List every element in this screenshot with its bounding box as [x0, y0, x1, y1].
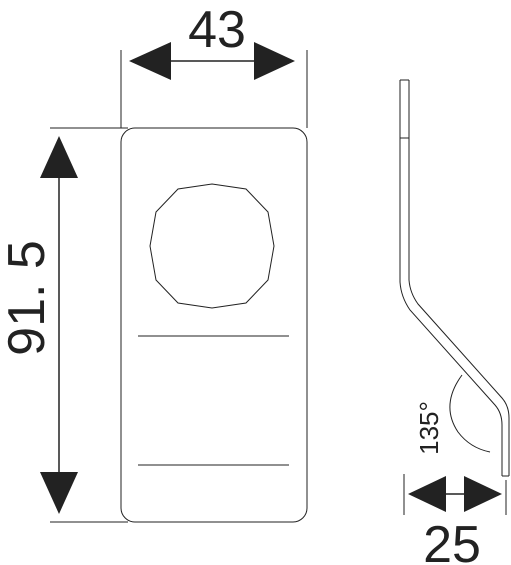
arrow-left-icon [129, 42, 171, 80]
polygon-hole [149, 183, 275, 309]
height-dimension: 91. 5 [0, 127, 128, 523]
height-label: 91. 5 [0, 240, 56, 356]
depth-label: 25 [423, 516, 481, 565]
arrow-up-icon [40, 136, 78, 178]
side-view [399, 79, 510, 477]
flange-profile-inner [408, 80, 510, 476]
width-dimension: 43 [120, 1, 308, 128]
angle-label: 135° [414, 401, 444, 455]
arrow-down-icon [40, 472, 78, 514]
angle-arc [449, 374, 491, 453]
flange-profile-outer [399, 80, 503, 476]
depth-dimension: 25 [403, 474, 507, 565]
front-view [120, 127, 308, 523]
arrow-side-right-icon [464, 476, 502, 512]
plate-outline [120, 127, 308, 523]
arrow-right-icon [254, 42, 295, 80]
width-label: 43 [188, 1, 246, 59]
arrow-side-left-icon [408, 476, 446, 512]
